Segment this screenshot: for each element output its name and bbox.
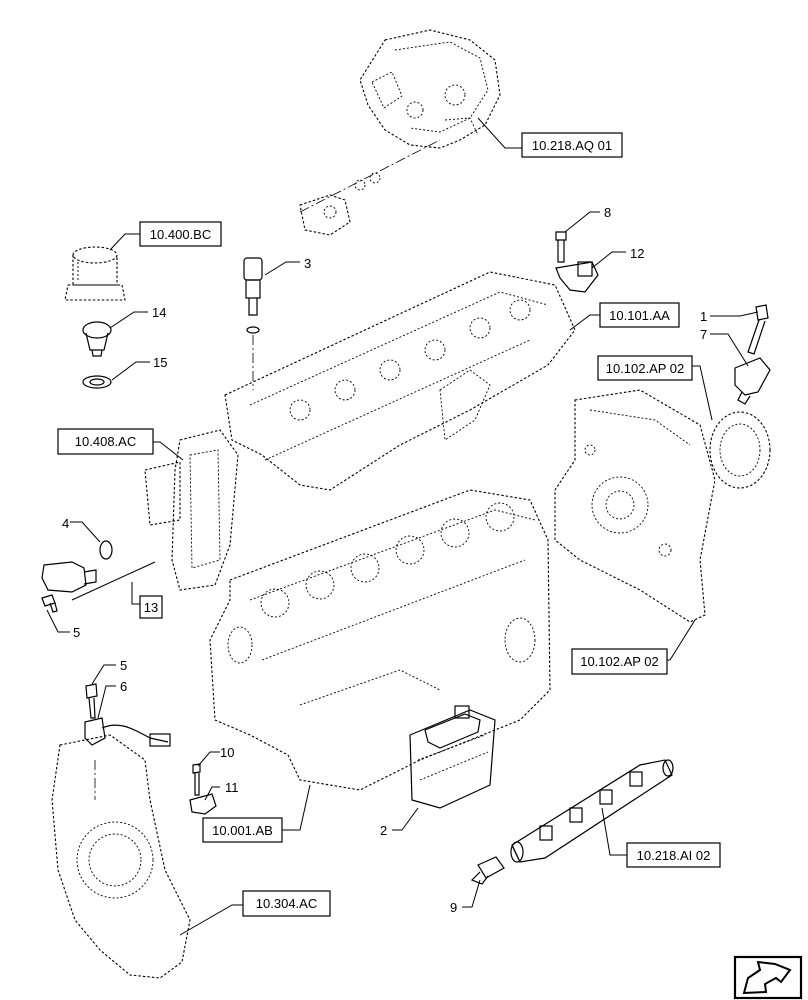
reference-box-10-101-aa: 10.101.AA: [599, 302, 680, 328]
callout-number-1: 1: [700, 309, 707, 324]
reference-label: 10.102.AP 02: [606, 361, 685, 376]
reference-box-10-102-ap-02-bottom: 10.102.AP 02: [571, 648, 668, 675]
oil-sensor-assembly: [41, 540, 113, 613]
reference-label: 10.400.BC: [150, 227, 211, 242]
temperature-sensor: [243, 257, 263, 390]
speed-sensor-assembly: [734, 304, 771, 405]
high-pressure-pump: [299, 29, 501, 236]
reference-box-10-304-ac: 10.304.AC: [242, 890, 331, 917]
reference-box-10-218-aq-01: 10.218.AQ 01: [521, 132, 623, 158]
pressure-sensor-assembly: [555, 231, 599, 293]
reference-label: 10.408.AC: [75, 434, 136, 449]
reference-box-10-102-ap-02-top: 10.102.AP 02: [597, 355, 693, 381]
cylinder-head: [224, 271, 576, 491]
callout-number-7: 7: [700, 327, 707, 342]
callout-number-6: 6: [120, 679, 127, 694]
callout-number-15: 15: [153, 355, 167, 370]
callout-number-5: 5: [73, 625, 80, 640]
callout-number-4: 4: [62, 516, 69, 531]
flywheel-housing: [51, 734, 191, 979]
reference-box-10-408-ac: 10.408.AC: [57, 428, 154, 455]
item-box-13: 13: [139, 595, 163, 619]
rail-pressure-sensor: [470, 856, 505, 885]
wired-sensor-assembly: [84, 683, 171, 747]
oil-cooler-cover: [144, 429, 239, 591]
engine-control-unit: [409, 705, 496, 809]
reference-box-10-400-bc: 10.400.BC: [139, 221, 222, 247]
reference-box-10-001-ab: 10.001.AB: [202, 817, 283, 843]
callout-number-10: 10: [220, 745, 234, 760]
callout-number-5: 5: [120, 658, 127, 673]
reference-box-10-218-ai-02: 10.218.AI 02: [626, 842, 721, 868]
reference-label: 10.001.AB: [212, 823, 273, 838]
callout-number-9: 9: [450, 900, 457, 915]
reference-label: 10.304.AC: [256, 896, 317, 911]
reference-label: 10.101.AA: [609, 308, 670, 323]
callout-number-2: 2: [380, 823, 387, 838]
navigation-arrow-icon[interactable]: [733, 955, 803, 1000]
callout-number-8: 8: [604, 205, 611, 220]
reference-label: 10.218.AI 02: [637, 848, 711, 863]
callout-number-3: 3: [304, 256, 311, 271]
callout-number-11: 11: [225, 780, 239, 795]
seal-ring: [82, 375, 112, 389]
tone-wheel: [709, 411, 771, 489]
leader-lines: [46, 117, 759, 936]
callout-number-14: 14: [152, 305, 166, 320]
callout-number-12: 12: [630, 246, 644, 261]
reference-label: 10.218.AQ 01: [532, 138, 612, 153]
reference-label: 10.102.AP 02: [580, 654, 659, 669]
fuel-rail: [510, 759, 674, 863]
thermostat-housing: [64, 246, 126, 301]
engine-block: [209, 489, 551, 791]
timing-cover: [554, 389, 716, 623]
thermostat: [82, 321, 112, 357]
item-label: 13: [144, 600, 158, 615]
speed-sensor-lower: [189, 763, 217, 815]
